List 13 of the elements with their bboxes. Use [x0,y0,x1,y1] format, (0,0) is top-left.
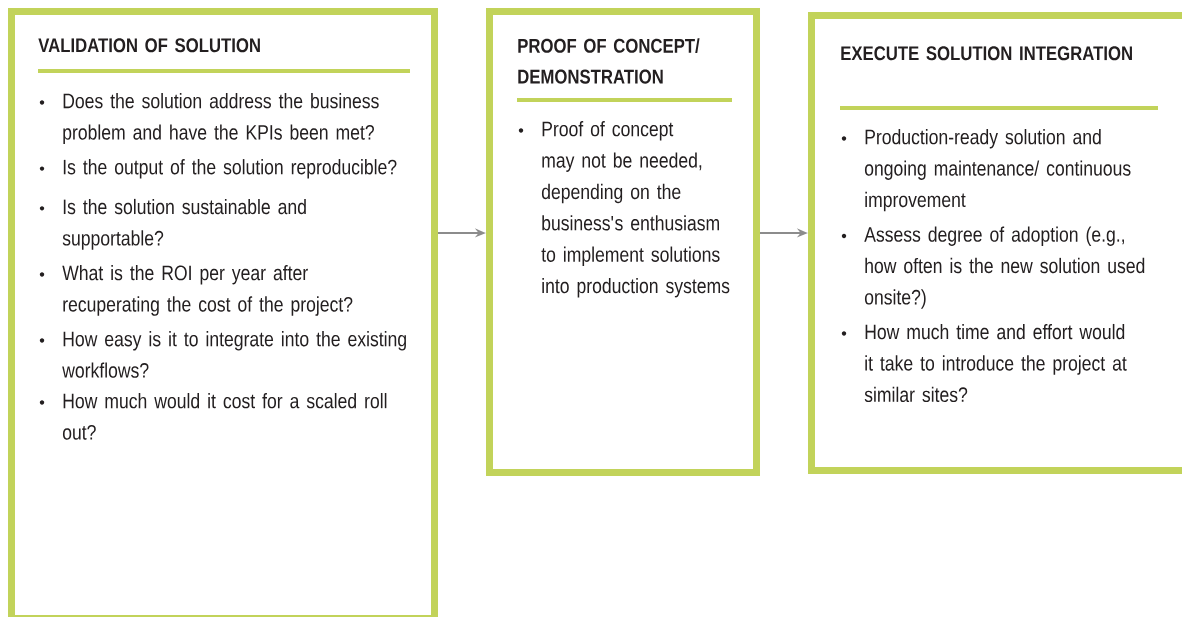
heading: EXECUTE SOLUTION INTEGRATION [841,46,1132,61]
heading: PROOF OF CONCEPT/ DEMONSTRATION [518,38,700,84]
bullet-item: What is the ROI per year after recuperating the cost of the project? [62,264,353,316]
bullet-item: How much time and effort would it take to introduce the project at similar sites? [864,323,1127,403]
bullet-item: How much would it cost for a scaled roll out? [62,393,387,440]
bullet-item: Assess degree of adoption (e.g., how often is the new solution used onsite?) [864,226,1145,309]
bullet-item: Proof of concept may not be needed, depending on the business's enthusiasm to implement solutions into production systems [541,121,730,298]
bullet-item: Production-ready solution and ongoing maintenance/ continuous improvement [864,129,1131,212]
bullet-item: How easy is it to integrate into the existing workflows? [62,331,406,378]
bullet-item: Is the solution sustainable and supportable? [62,198,306,250]
bullet-item: Is the output of the solution reproducible? [63,159,397,179]
heading: VALIDATION OF SOLUTION [38,38,260,53]
bullet-item: Does the solution address the business problem and have the KPIs been met? [63,93,379,144]
